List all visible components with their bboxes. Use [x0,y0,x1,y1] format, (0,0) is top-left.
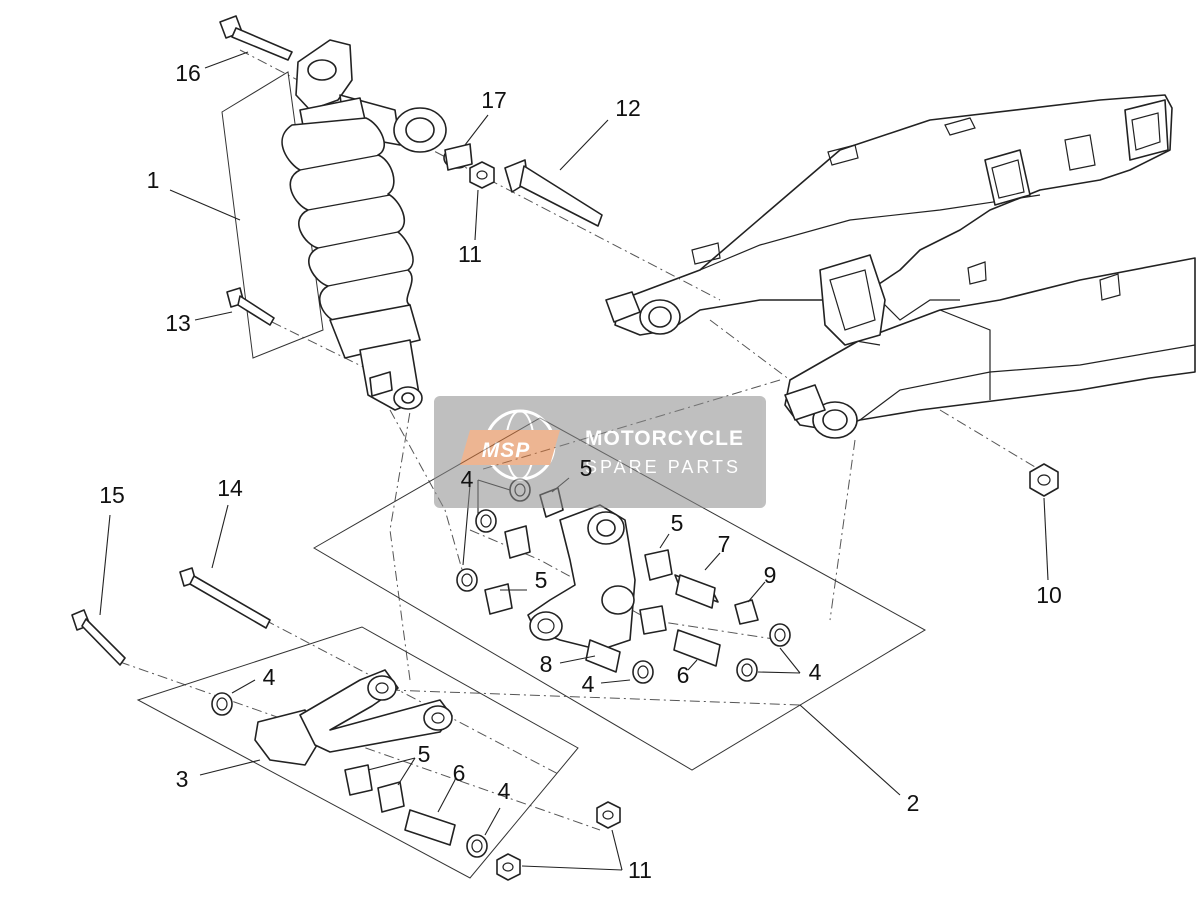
msp-logo-badge [460,430,560,465]
callout-7: 7 [718,531,731,557]
watermark-line1: MOTORCYCLE [585,427,744,450]
callout-5-left: 5 [535,567,548,593]
callout-5-right: 5 [671,510,684,536]
callout-6-rocker: 6 [453,760,466,786]
swingarm [605,94,1196,439]
rocker-lever [254,669,453,766]
callout-16: 16 [175,60,201,86]
watermark: MSP MOTORCYCLE SPARE PARTS [434,396,766,508]
callout-15: 15 [99,482,125,508]
callout-1: 1 [147,167,160,193]
callout-11-bottom: 11 [628,857,652,883]
bolt-15 [71,609,126,666]
pin-12 [504,159,603,227]
nut-11-bottom-b [496,853,521,881]
bolt-16 [219,15,293,61]
callout-2: 2 [907,790,920,816]
callout-17: 17 [481,87,507,113]
callout-11-top: 11 [458,241,482,267]
callout-6-linkage: 6 [677,662,690,688]
callout-4-right: 4 [809,659,822,685]
frame-rocker [136,626,579,879]
callout-9: 9 [764,562,777,588]
bolt-14 [179,567,271,629]
bolt-13 [226,287,275,326]
frame-shock [221,71,324,359]
watermark-logo: MSP [482,439,531,462]
callout-labels: 16 17 12 1 11 13 4 5 5 5 7 9 8 4 6 4 10 … [99,60,1062,883]
callout-14: 14 [217,475,243,501]
callout-4-lower: 4 [582,671,595,697]
callout-8: 8 [540,651,553,677]
nut-10 [1029,463,1059,497]
callout-4-upper: 4 [461,466,474,492]
callout-5-top: 5 [580,455,593,481]
callout-4-rocker-bottom: 4 [498,778,511,804]
rocker-seals-and-bushings [211,692,488,858]
nut-11-top [469,161,495,189]
spacer-17 [443,143,473,171]
watermark-line2: SPARE PARTS [585,457,741,477]
callout-12: 12 [615,95,641,121]
callout-3: 3 [176,766,189,792]
rear-shock-absorber [281,39,447,411]
callout-10: 10 [1036,582,1062,608]
callout-13: 13 [165,310,191,336]
callout-5-rocker: 5 [418,741,431,767]
linkage-connecting-rod [527,504,636,651]
nut-11-bottom-a [596,801,621,829]
callout-4-rocker: 4 [263,664,276,690]
